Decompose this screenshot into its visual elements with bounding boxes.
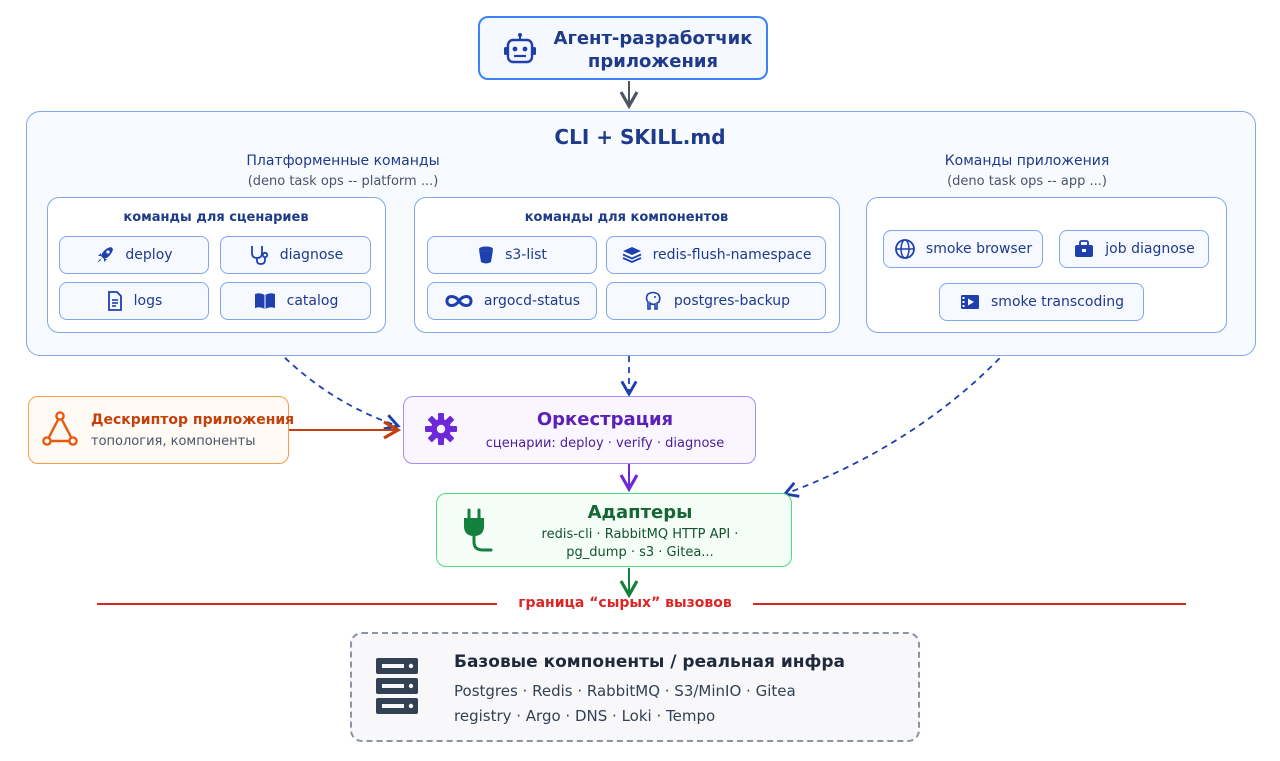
logs-command[interactable]: logs	[59, 282, 209, 320]
book-icon	[254, 293, 275, 309]
plug-icon	[464, 508, 493, 552]
infinity-icon	[445, 295, 473, 307]
boundary-label: граница “сырых” вызовов	[518, 595, 732, 611]
scenario-commands-title: команды для сценариев	[123, 210, 309, 225]
descriptor-title: Дескриптор приложения	[91, 412, 295, 428]
infra-line1: Postgres · Redis · RabbitMQ · S3/MinIO ·…	[454, 682, 796, 700]
agent-title-line1: Агент-разработчик	[553, 28, 753, 49]
s3-list-label: s3-list	[505, 247, 547, 263]
descriptor-box: Дескриптор приложения топология, компоне…	[28, 396, 294, 464]
smoke-browser-command[interactable]: smoke browser	[883, 230, 1043, 268]
orchestration-box: Оркестрация сценарии: deploy · verify · …	[403, 396, 756, 464]
infra-line2: registry · Argo · DNS · Loki · Tempo	[454, 707, 716, 725]
film-icon	[961, 295, 980, 309]
orchestration-subtitle: сценарии: deploy · verify · diagnose	[485, 436, 725, 451]
arrow-scenarios-to-orchestration	[261, 333, 401, 431]
document-icon	[107, 291, 122, 311]
platform-title: Платформенные команды	[246, 153, 440, 169]
deploy-label: deploy	[125, 247, 173, 263]
diagnose-command[interactable]: diagnose	[220, 236, 371, 274]
app-commands-title: Команды приложения	[944, 153, 1110, 169]
redis-flush-namespace-command[interactable]: redis-flush-namespace	[606, 236, 826, 274]
elephant-icon	[645, 291, 661, 310]
s3-list-command[interactable]: s3-list	[427, 236, 597, 274]
platform-subtitle: (deno task ops -- platform ...)	[247, 174, 439, 189]
agent-title-line2: приложения	[587, 51, 719, 72]
robot-icon	[504, 33, 536, 64]
logs-label: logs	[133, 293, 163, 309]
deploy-command[interactable]: deploy	[59, 236, 209, 274]
briefcase-icon	[1075, 240, 1094, 257]
cli-title: CLI + SKILL.md	[554, 125, 726, 149]
diagnose-label: diagnose	[279, 247, 344, 263]
adapters-line2: pg_dump · s3 · Gitea...	[566, 545, 714, 560]
rocket-icon	[97, 247, 114, 263]
argocd-status-label: argocd-status	[483, 293, 581, 309]
server-icon	[376, 658, 418, 714]
infra-title: Базовые компоненты / реальная инфра	[454, 652, 845, 672]
postgres-backup-label: postgres-backup	[673, 293, 791, 309]
bucket-icon	[479, 246, 494, 264]
catalog-label: catalog	[286, 293, 339, 309]
job-diagnose-label: job diagnose	[1105, 241, 1195, 257]
adapters-line1: redis-cli · RabbitMQ HTTP API ·	[541, 527, 739, 542]
triangle-nodes-icon	[42, 411, 78, 446]
postgres-backup-command[interactable]: postgres-backup	[606, 282, 826, 320]
infra-box: Базовые компоненты / реальная инфра Post…	[350, 632, 920, 742]
catalog-command[interactable]: catalog	[220, 282, 371, 320]
descriptor-subtitle: топология, компоненты	[91, 434, 256, 449]
smoke-transcoding-label: smoke transcoding	[991, 294, 1124, 310]
globe-icon	[895, 239, 915, 259]
smoke-transcoding-command[interactable]: smoke transcoding	[939, 283, 1144, 321]
adapters-title: Адаптеры	[587, 502, 693, 523]
component-commands-title: команды для компонентов	[524, 210, 729, 225]
arrow-app-to-adapters	[782, 333, 1023, 498]
redis-flush-namespace-label: redis-flush-namespace	[652, 247, 812, 263]
job-diagnose-command[interactable]: job diagnose	[1059, 230, 1209, 268]
orchestration-title: Оркестрация	[536, 409, 674, 430]
agent-box: Агент-разработчик приложения	[478, 16, 768, 80]
layers-icon	[622, 247, 641, 263]
adapters-box: Адаптеры redis-cli · RabbitMQ HTTP API ·…	[436, 493, 792, 567]
argocd-status-command[interactable]: argocd-status	[427, 282, 597, 320]
gear-icon	[425, 413, 457, 445]
smoke-browser-label: smoke browser	[925, 241, 1033, 257]
app-commands-subtitle: (deno task ops -- app ...)	[947, 174, 1107, 189]
stethoscope-icon	[250, 246, 268, 265]
